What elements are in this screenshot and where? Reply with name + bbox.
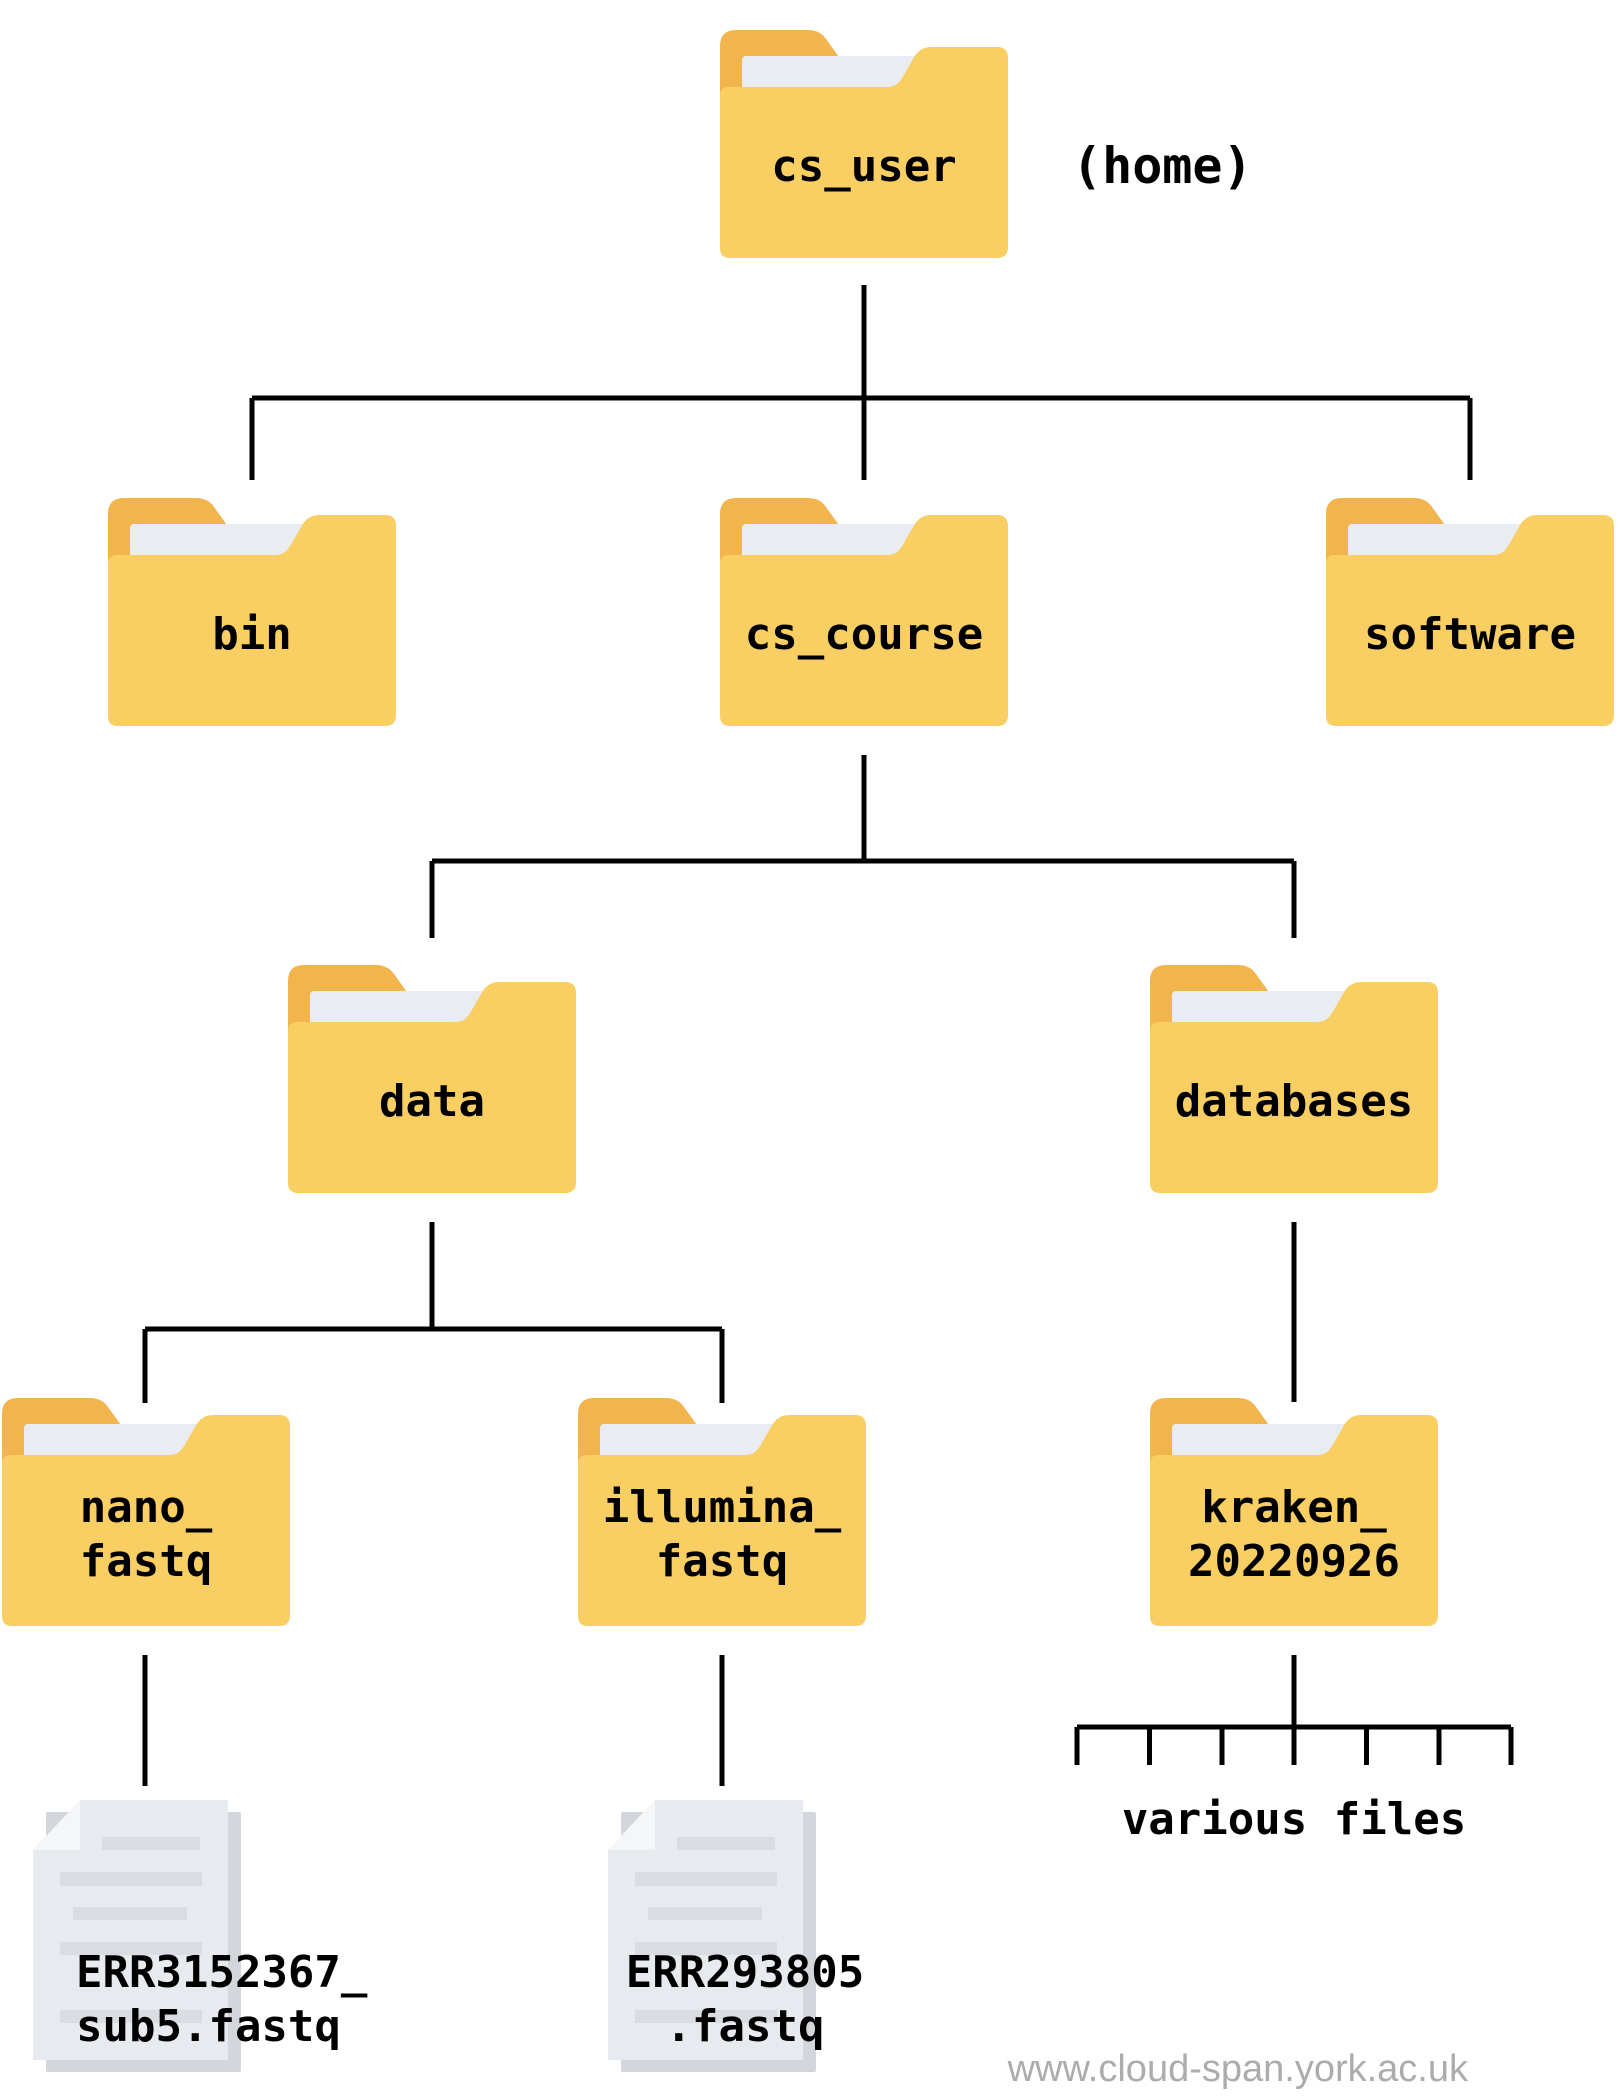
various-files-label: various files: [1121, 1794, 1467, 1845]
folder-kraken-20220926-label: kraken_ 20220926: [1188, 1482, 1400, 1587]
folder-software-label: software: [1364, 609, 1576, 660]
folder-databases-label: databases: [1174, 1076, 1414, 1127]
folder-cs-user-label: cs_user: [771, 141, 957, 192]
folder-cs-course-label: cs_course: [744, 609, 984, 660]
folder-illumina-fastq-label: illumina_ fastq: [602, 1482, 842, 1587]
folder-cs-user: cs_user: [720, 30, 1008, 258]
watermark: www.cloud-span.york.ac.uk: [1007, 2048, 1468, 2090]
folder-data-label: data: [379, 1076, 485, 1127]
folder-data: data: [288, 965, 576, 1193]
file-err293805-label: ERR293805 .fastq: [625, 1947, 865, 2052]
folder-databases: databases: [1150, 965, 1438, 1193]
file-err3152367-label: ERR3152367_ sub5.fastq: [76, 1947, 368, 2052]
folder-cs-course: cs_course: [720, 498, 1008, 726]
folder-kraken-20220926: kraken_ 20220926: [1150, 1398, 1438, 1626]
folder-bin: bin: [108, 498, 396, 726]
folder-nano-fastq-label: nano_ fastq: [79, 1482, 213, 1587]
home-annotation: (home): [1072, 137, 1253, 195]
folder-bin-label: bin: [212, 609, 292, 660]
folder-software: software: [1326, 498, 1614, 726]
folder-illumina-fastq: illumina_ fastq: [578, 1398, 866, 1626]
folder-nano-fastq: nano_ fastq: [2, 1398, 290, 1626]
